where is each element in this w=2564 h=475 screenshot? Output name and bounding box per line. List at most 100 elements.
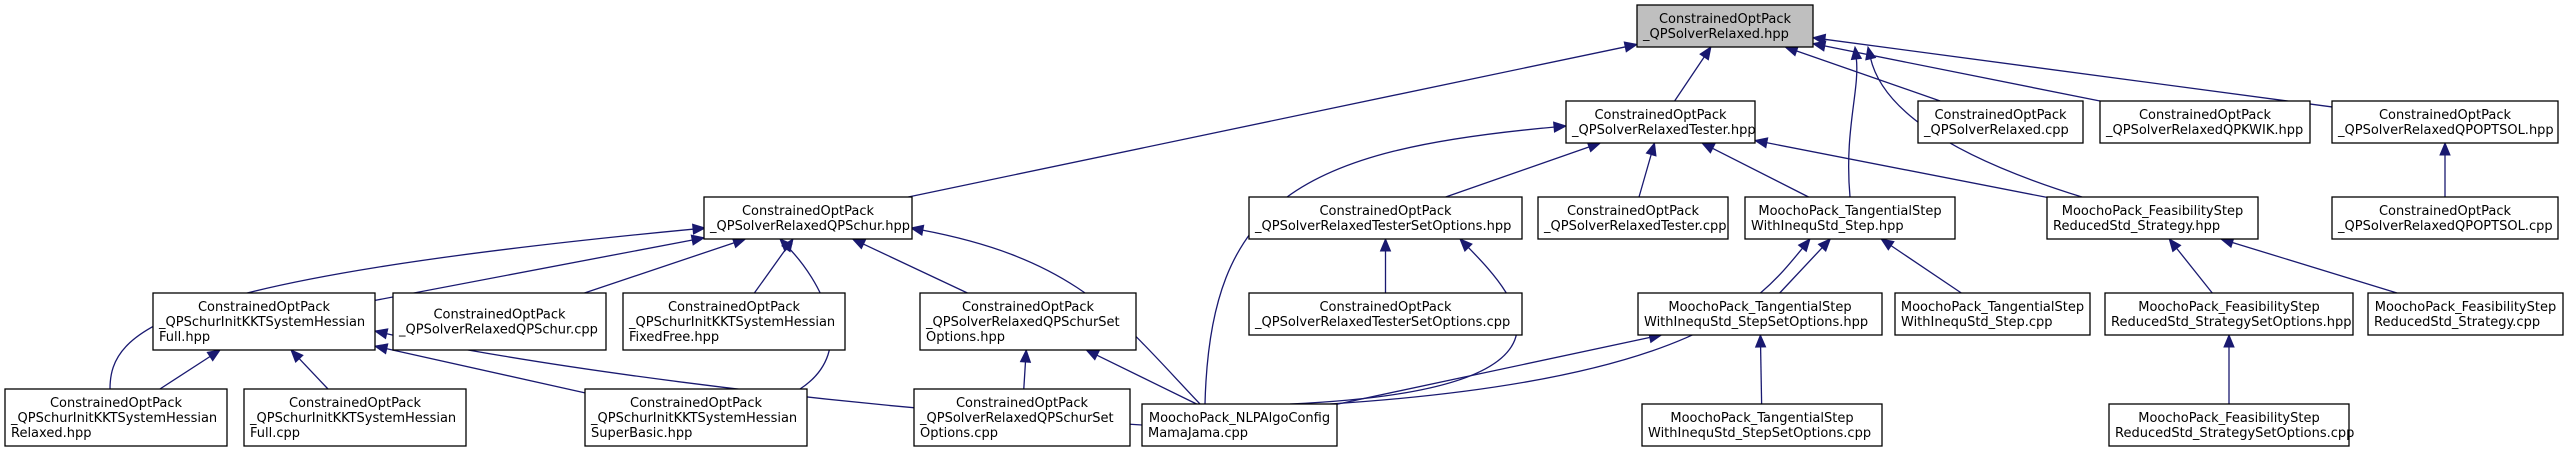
node-label-line: MoochoPack_TangentialStep	[1901, 300, 2084, 315]
node-qpschur-hpp[interactable]: ConstrainedOptPack_QPSolverRelaxedQPSchu…	[703, 196, 913, 240]
edge-line	[385, 347, 586, 394]
node-label-line: ConstrainedOptPack	[1567, 204, 1700, 219]
node-tangential-setopt-cpp[interactable]: MoochoPack_TangentialStepWithInequStd_St…	[1641, 403, 1883, 447]
edge-schurinit_full_cpp-to-schurinit_full_hpp	[290, 349, 329, 390]
edge-line	[374, 239, 694, 302]
edge-arrowhead	[1753, 137, 1769, 149]
node-label-line: _QPSolverRelaxed.cpp	[1923, 123, 2069, 138]
node-qpkwik-hpp[interactable]: ConstrainedOptPack_QPSolverRelaxedQPKWIK…	[2099, 100, 2311, 144]
node-schurinit-fixedfree-hpp[interactable]: ConstrainedOptPack_QPSchurInitKKTSystemH…	[622, 292, 846, 351]
edge-qpschur_setopt_hpp-to-qpschur_hpp	[851, 238, 968, 294]
edge-qpschur_setopt_cpp-to-qpschur_setopt_hpp	[1019, 348, 1032, 390]
edge-schurinit_relaxed_hpp-to-schurinit_full_hpp	[159, 349, 222, 390]
edge-arrowhead	[690, 234, 706, 246]
node-box	[2331, 100, 2559, 144]
edge-arrowhead	[1700, 142, 1716, 154]
node-feasibility-setopt-cpp[interactable]: MoochoPack_FeasibilityStepReducedStd_Str…	[2108, 403, 2354, 447]
node-qpschur-setopt-cpp[interactable]: ConstrainedOptPack_QPSolverRelaxedQPSchu…	[913, 388, 1131, 447]
node-label-line: MoochoPack_FeasibilityStep	[2062, 204, 2243, 219]
node-box	[1565, 100, 1756, 144]
node-label-line: ConstrainedOptPack	[433, 308, 566, 323]
edge-qpschur_cpp-to-qpschur_hpp	[584, 237, 747, 294]
node-label-line: ConstrainedOptPack	[668, 300, 801, 315]
node-schurinit-full-hpp[interactable]: ConstrainedOptPack_QPSchurInitKKTSystemH…	[152, 292, 376, 351]
edge-line	[1779, 246, 1824, 294]
node-label-line: ConstrainedOptPack	[289, 396, 422, 411]
node-label-line: _QPSolverRelaxedTester.hpp	[1571, 123, 1756, 138]
node-tester-cpp[interactable]: ConstrainedOptPack_QPSolverRelaxedTester…	[1537, 196, 1729, 240]
edge-arrowhead	[2439, 141, 2451, 156]
node-box	[2367, 292, 2564, 336]
edge-arrowhead	[1085, 349, 1100, 361]
node-tester-hpp[interactable]: ConstrainedOptPack_QPSolverRelaxedTester…	[1565, 100, 1756, 144]
node-label-line: Relaxed.hpp	[11, 426, 91, 441]
node-feasibility-setopt-hpp[interactable]: MoochoPack_FeasibilityStepReducedStd_Str…	[2104, 292, 2354, 336]
edge-line	[1204, 126, 1556, 405]
node-label-line: ConstrainedOptPack	[1319, 300, 1452, 315]
edge-line	[1674, 55, 1706, 102]
node-schurinit-superbasic-hpp[interactable]: ConstrainedOptPack_QPSchurInitKKTSystemH…	[584, 388, 808, 447]
edge-tangential_setopt_cpp-to-tangential_setopt_hpp	[1754, 333, 1767, 405]
node-relaxed-cpp[interactable]: ConstrainedOptPack_QPSolverRelaxed.cpp	[1917, 100, 2084, 144]
node-tester-setopt-cpp[interactable]: ConstrainedOptPack_QPSolverRelaxedTester…	[1248, 292, 1523, 336]
node-label-line: ReducedStd_StrategySetOptions.cpp	[2115, 426, 2354, 441]
edge-arrowhead	[2223, 333, 2235, 348]
node-tangential-setopt-hpp[interactable]: MoochoPack_TangentialStepWithInequStd_St…	[1637, 292, 1883, 336]
node-root: ConstrainedOptPack_QPSolverRelaxed.hpp	[1636, 4, 1814, 48]
edge-arrowhead	[1699, 45, 1712, 61]
edge-line	[1329, 247, 1804, 405]
edge-arrowhead	[373, 343, 389, 355]
edge-line	[908, 46, 1627, 198]
edge-arrowhead	[373, 328, 389, 340]
node-schurinit-full-cpp[interactable]: ConstrainedOptPack_QPSchurInitKKTSystemH…	[243, 388, 467, 447]
node-qpoptsol-cpp[interactable]: ConstrainedOptPack_QPSolverRelaxedQPOPTS…	[2331, 196, 2559, 240]
edge-tangential_cpp-to-tangential_hpp	[1880, 238, 1962, 294]
node-label-line: FixedFree.hpp	[629, 330, 719, 345]
node-tangential-cpp[interactable]: MoochoPack_TangentialStepWithInequStd_St…	[1894, 292, 2091, 336]
edge-arrowhead	[1379, 237, 1392, 252]
node-feasibility-hpp[interactable]: MoochoPack_FeasibilityStepReducedStd_Str…	[2046, 196, 2259, 240]
node-label-line: _QPSchurInitKKTSystemHessian	[628, 315, 835, 330]
edge-line	[2231, 241, 2398, 294]
node-box	[1636, 4, 1814, 48]
edge-arrowhead	[1811, 33, 1827, 46]
node-label-line: _QPSolverRelaxedQPOPTSOL.cpp	[2337, 219, 2553, 234]
node-schurinit-relaxed-hpp[interactable]: ConstrainedOptPack_QPSchurInitKKTSystemH…	[4, 388, 228, 447]
node-box	[4, 388, 228, 447]
edge-tester_setopt_hpp-to-tester_hpp	[1445, 141, 1602, 198]
node-tester-setopt-hpp[interactable]: ConstrainedOptPack_QPSolverRelaxedTester…	[1248, 196, 1523, 240]
edge-arrowhead	[1019, 348, 1032, 363]
node-tangential-hpp[interactable]: MoochoPack_TangentialStepWithInequStd_St…	[1744, 196, 1956, 240]
edge-arrowhead	[692, 223, 707, 235]
node-label-line: Options.cpp	[920, 426, 998, 441]
node-box	[1141, 403, 1338, 447]
node-label-line: Full.cpp	[250, 426, 300, 441]
node-box	[1248, 292, 1523, 336]
node-label-line: Options.hpp	[926, 330, 1005, 345]
node-label-line: ConstrainedOptPack	[630, 396, 763, 411]
node-qpschur-setopt-hpp[interactable]: ConstrainedOptPack_QPSolverRelaxedQPSchu…	[919, 292, 1137, 351]
edge-arrowhead	[851, 238, 867, 250]
node-label-line: MoochoPack_FeasibilityStep	[2138, 300, 2319, 315]
node-box	[584, 388, 808, 447]
node-label-line: _QPSolverRelaxedQPSchurSet	[925, 315, 1120, 330]
node-qpschur-cpp[interactable]: ConstrainedOptPack_QPSolverRelaxedQPSchu…	[392, 292, 607, 351]
node-box	[1641, 403, 1883, 447]
node-box	[2046, 196, 2259, 240]
node-box	[1744, 196, 1956, 240]
node-feasibility-cpp[interactable]: MoochoPack_FeasibilityStepReducedStd_Str…	[2367, 292, 2564, 336]
node-box	[1894, 292, 2091, 336]
edge-arrowhead	[1865, 45, 1877, 61]
edge-line	[1023, 360, 1027, 390]
node-box	[1637, 292, 1883, 336]
edge-tangential_setopt_hpp-to-tangential_hpp	[1779, 238, 1832, 294]
node-box	[2331, 196, 2559, 240]
nodes-layer: ConstrainedOptPack_QPSolverRelaxed.hppCo…	[4, 4, 2564, 447]
node-box	[1248, 196, 1523, 240]
node-qpoptsol-hpp[interactable]: ConstrainedOptPack_QPSolverRelaxedQPOPTS…	[2331, 100, 2559, 144]
node-box	[622, 292, 846, 351]
node-label-line: ConstrainedOptPack	[198, 300, 331, 315]
edge-line	[1847, 57, 1858, 198]
node-label-line: ConstrainedOptPack	[2379, 204, 2512, 219]
